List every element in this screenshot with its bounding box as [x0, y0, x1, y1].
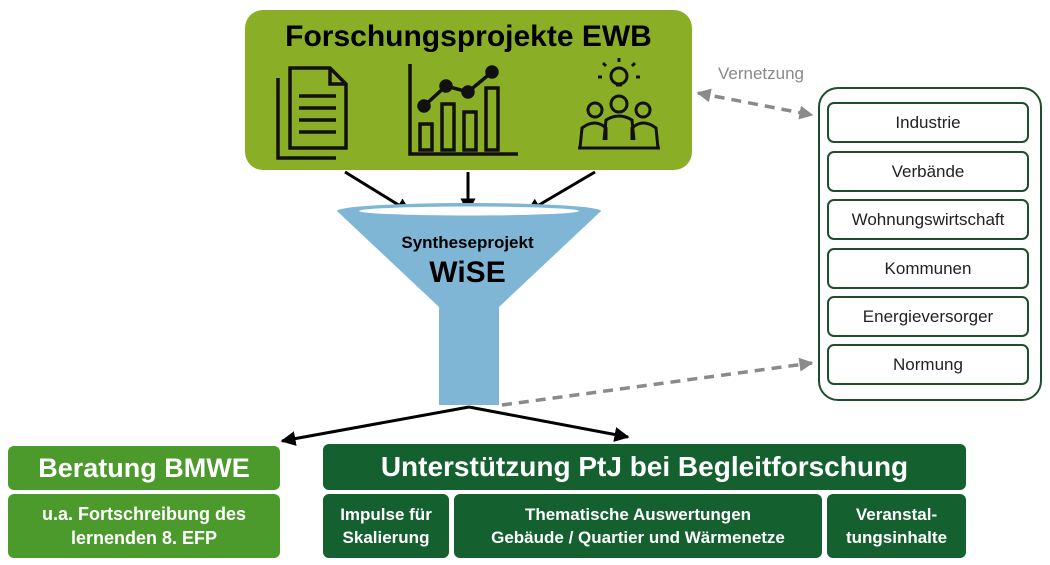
stakeholder-item: Industrie	[827, 102, 1029, 143]
ptj-item-line1: Impulse für	[340, 505, 432, 524]
ptj-item-event-contents: Veranstal- tungsinhalte	[827, 494, 966, 558]
ptj-item-line1: Veranstal-	[855, 505, 938, 524]
stakeholder-item: Kommunen	[827, 248, 1029, 289]
synthesis-project-label: Syntheseprojekt	[401, 233, 534, 252]
ptj-item-line1: Thematische Auswertungen	[524, 505, 752, 524]
stakeholder-item: Normung	[827, 344, 1029, 385]
network-label: Vernetzung	[718, 64, 805, 83]
stakeholder-item: Verbände	[827, 151, 1029, 192]
network-dashed-lines	[501, 88, 814, 407]
ptj-item-scaling: Impulse für Skalierung	[323, 494, 449, 558]
funnel-shape	[337, 203, 601, 405]
output-arrows	[280, 405, 630, 446]
team-idea-icon	[578, 58, 660, 150]
advisory-subtitle: u.a. Fortschreibung des lernenden 8. EFP	[8, 494, 280, 558]
stakeholder-item: Wohnungswirtschaft	[827, 199, 1029, 240]
synthesis-project-name: WiSE	[429, 256, 506, 289]
stakeholder-item: Energieversorger	[827, 296, 1029, 337]
advisory-subtitle-line1: u.a. Fortschreibung des	[41, 504, 247, 524]
chart-icon	[408, 64, 518, 156]
advisory-title: Beratung BMWE	[8, 446, 280, 490]
ptj-support-title: Unterstützung PtJ bei Begleitforschung	[323, 444, 966, 490]
advisory-subtitle-line2: lernenden 8. EFP	[70, 528, 218, 548]
ptj-item-line2: Skalierung	[342, 528, 430, 547]
document-icon	[276, 66, 348, 160]
ptj-item-thematic-evaluations: Thematische Auswertungen Gebäude / Quart…	[454, 494, 822, 558]
ptj-item-line2: tungsinhalte	[845, 528, 948, 547]
ptj-item-line2: Gebäude / Quartier und Wärmenetze	[491, 528, 785, 547]
research-projects-title: Forschungsprojekte EWB	[285, 20, 652, 53]
